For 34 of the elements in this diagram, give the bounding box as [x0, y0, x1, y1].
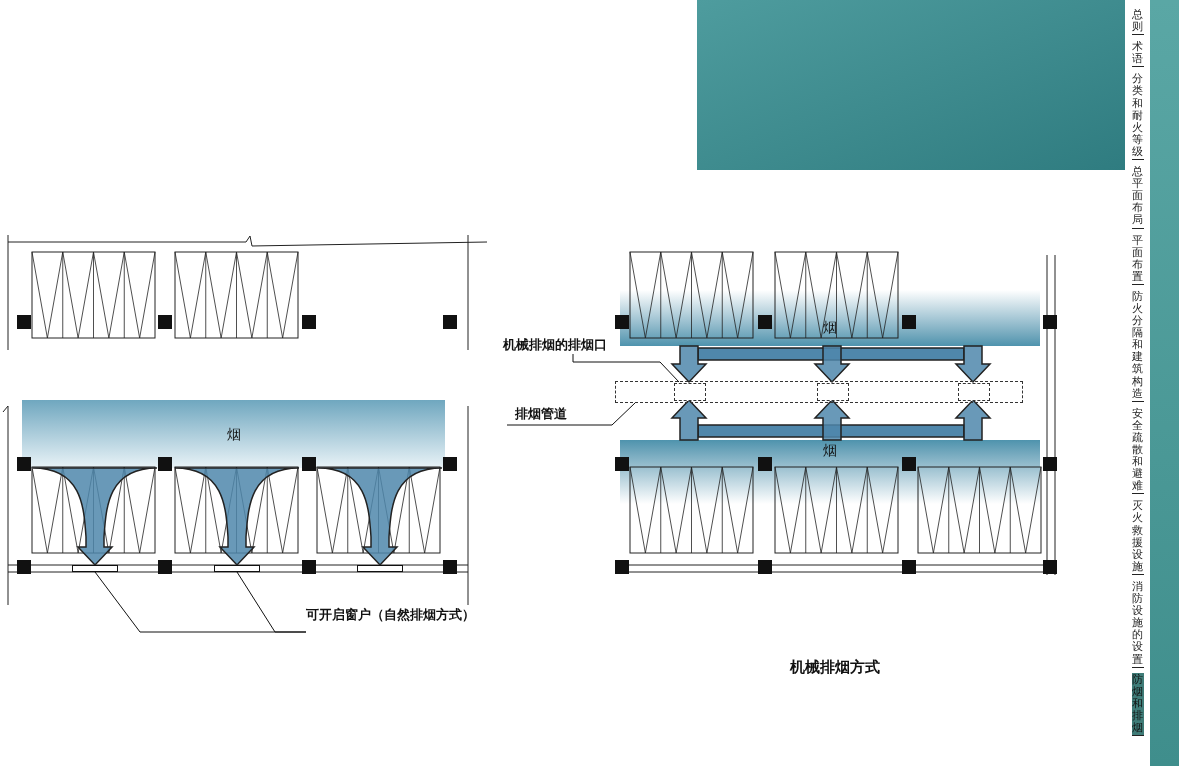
exhaust-outlet: [958, 383, 990, 401]
chapter-tab: 总平面布局: [1131, 165, 1144, 229]
smoke-zone: [22, 400, 445, 468]
smoke-flow-arrow: [813, 345, 851, 384]
smoke-flow-arrow: [954, 345, 992, 384]
chapter-tab: 分类和耐火等级: [1131, 72, 1144, 161]
chapter-tab: 灭火救援设施: [1131, 499, 1144, 575]
exhaust-outlet: [674, 383, 706, 401]
window-opening: [72, 565, 118, 572]
figure-caption: 机械排烟方式: [790, 657, 880, 677]
smoke-flow-arrow: [670, 398, 708, 441]
smoke-label: 烟: [226, 425, 241, 444]
smoke-duct: [615, 381, 1023, 403]
chapter-tab: 消防设施的设置: [1131, 579, 1144, 668]
chapter-tab: 防火分隔和建筑构造: [1131, 289, 1144, 402]
text-label: 机械排烟的排烟口: [503, 336, 635, 354]
chapter-tab: 术语: [1131, 40, 1144, 68]
smoke-label: 烟: [823, 441, 837, 460]
leader-line: [572, 353, 680, 383]
window-opening: [214, 565, 260, 572]
chapter-tab: 总则: [1131, 8, 1144, 36]
chapter-tab: 平面布置: [1131, 233, 1144, 285]
smoke-label: 烟: [823, 318, 837, 337]
chapter-tab: 防烟和排烟: [1131, 672, 1144, 737]
smoke-flow-arrow: [954, 398, 992, 441]
leader-line: [236, 571, 307, 633]
leader-line: [506, 402, 636, 426]
chapter-tab: 安全疏散和避难: [1131, 406, 1144, 495]
window-opening: [357, 565, 403, 572]
exhaust-outlet: [817, 383, 849, 401]
smoke-flow-arrow: [813, 398, 851, 441]
text-label: 排烟管道: [515, 405, 587, 423]
smoke-flow-arrow: [670, 345, 708, 384]
text-label: 可开启窗户（自然排烟方式）: [306, 606, 506, 624]
